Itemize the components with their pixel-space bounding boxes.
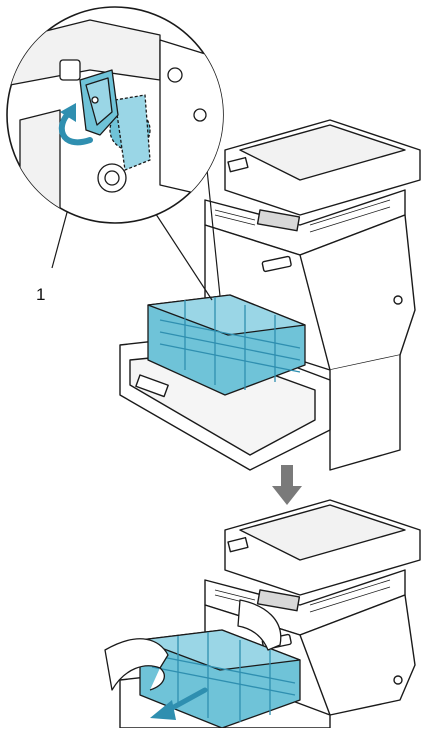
zoom-circle — [7, 7, 225, 230]
callout-number-label: 1 — [36, 285, 45, 305]
down-arrow-icon — [272, 465, 302, 505]
